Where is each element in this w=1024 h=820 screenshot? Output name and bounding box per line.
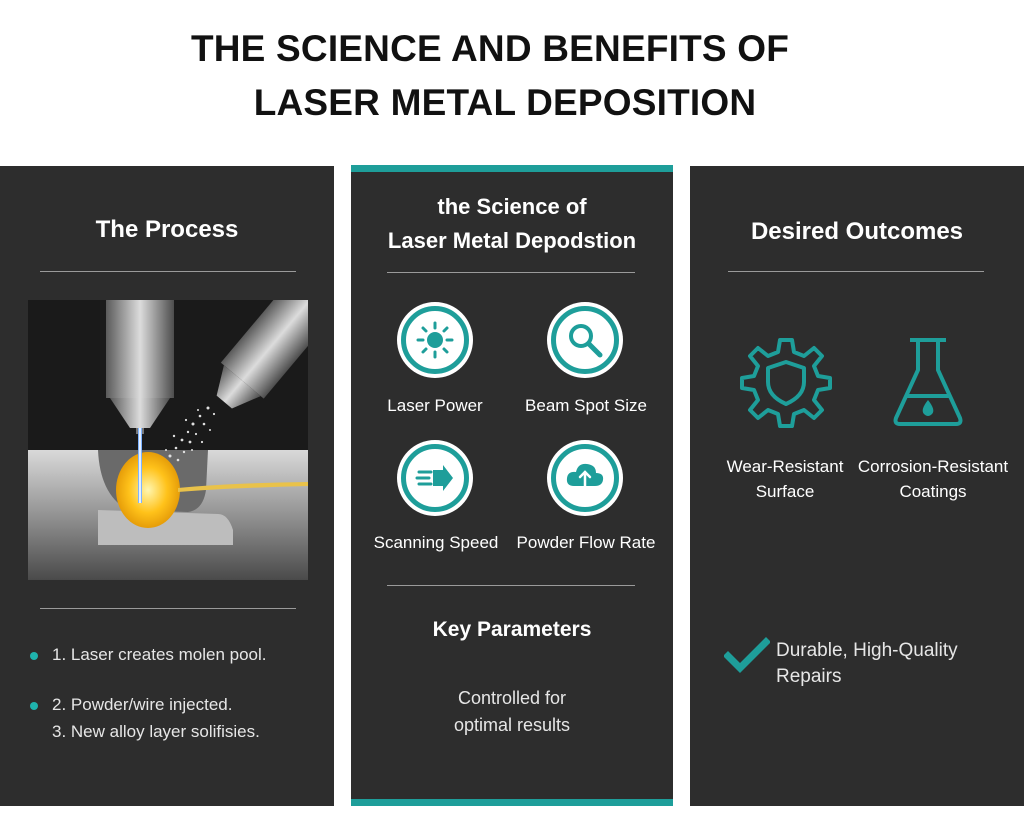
key-parameters-text-line-1: Controlled for bbox=[457, 688, 567, 708]
scanning-speed-icon-badge bbox=[397, 440, 473, 516]
powder-flow-icon-badge bbox=[547, 440, 623, 516]
param-label-beam-spot-size: Beam Spot Size bbox=[525, 396, 647, 415]
title-line-2: LASER METAL DEPOSITION bbox=[253, 82, 757, 123]
outcomes-title-divider bbox=[728, 271, 984, 272]
param-label-scanning-speed: Scanning Speed bbox=[373, 533, 499, 552]
laser-nozzle-illustration bbox=[28, 300, 308, 580]
flask-icon bbox=[893, 338, 963, 426]
title-line-1: THE SCIENCE AND BENEFITS OF bbox=[190, 28, 790, 69]
process-panel: The Process bbox=[0, 166, 334, 806]
sun-icon bbox=[416, 321, 454, 359]
gear-shield-icon bbox=[740, 338, 832, 428]
speed-arrow-icon bbox=[415, 465, 453, 491]
param-label-laser-power: Laser Power bbox=[387, 396, 483, 415]
checkmark-icon bbox=[724, 637, 770, 673]
outcomes-title: Desired Outcomes bbox=[750, 218, 964, 245]
beam-spot-icon-badge bbox=[547, 302, 623, 378]
laser-power-icon-badge bbox=[397, 302, 473, 378]
process-step-3: 3. New alloy layer solifisies. bbox=[52, 722, 260, 741]
process-title: The Process bbox=[95, 216, 239, 243]
science-title-line-1: the Science of bbox=[437, 194, 587, 219]
science-panel: the Science of Laser Metal Depodstion La… bbox=[351, 165, 673, 806]
outcome-wear-resistant-line-1: Wear-Resistant bbox=[726, 457, 844, 476]
cloud-flow-icon bbox=[566, 463, 604, 496]
process-title-divider bbox=[40, 271, 296, 272]
page-title: THE SCIENCE AND BENEFITS OF LASER METAL … bbox=[0, 22, 980, 130]
magnifier-icon bbox=[569, 324, 603, 358]
process-step-2: 2. Powder/wire injected. bbox=[52, 695, 233, 714]
outcome-corrosion-resistant-line-1: Corrosion-Resistant bbox=[857, 457, 1009, 476]
science-params-divider bbox=[387, 585, 635, 586]
outcome-corrosion-resistant-line-2: Coatings bbox=[899, 482, 967, 501]
param-label-powder-flow-rate: Powder Flow Rate bbox=[516, 533, 656, 552]
key-parameters-title: Key Parameters bbox=[432, 618, 592, 641]
key-parameters-text-line-2: optimal results bbox=[453, 715, 571, 735]
outcome-wear-resistant-line-2: Surface bbox=[755, 482, 815, 501]
science-title-line-2: Laser Metal Depodstion bbox=[387, 228, 637, 253]
repairs-text-line-2: Repairs bbox=[776, 666, 842, 687]
outcomes-panel: Desired Outcomes Wear-Resistant Surface … bbox=[690, 166, 1024, 806]
step-bullet bbox=[30, 652, 38, 660]
science-title-divider bbox=[387, 272, 635, 273]
process-step-1: 1. Laser creates molen pool. bbox=[52, 645, 267, 664]
step-bullet bbox=[30, 702, 38, 710]
process-illustration-divider bbox=[40, 608, 296, 609]
deposition-illustration bbox=[28, 300, 308, 580]
repairs-text-line-1: Durable, High-Quality bbox=[776, 640, 958, 661]
